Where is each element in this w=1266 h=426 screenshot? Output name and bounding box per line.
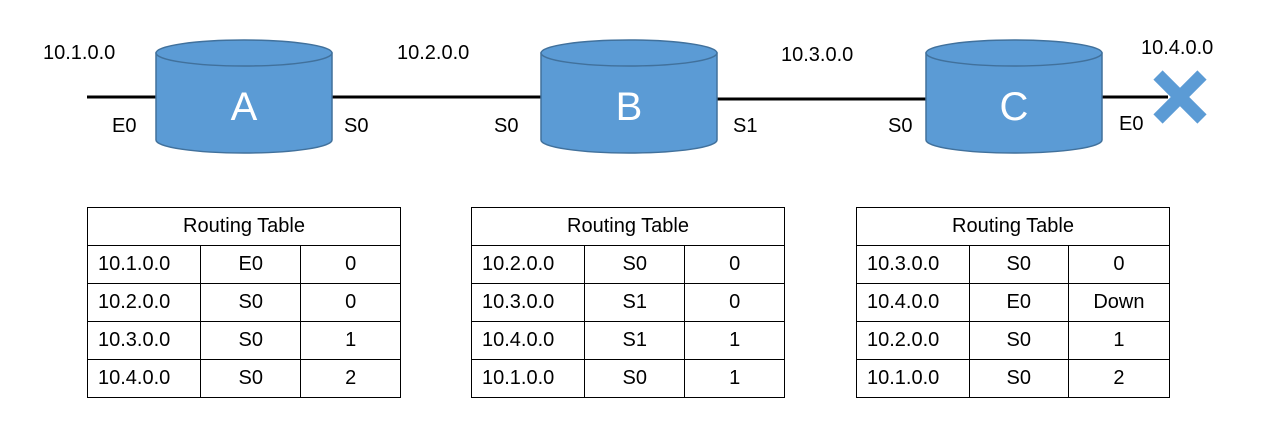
table-row: 10.2.0.0 S0 0 bbox=[86, 283, 401, 322]
routing-table-c: Routing Table 10.3.0.0 S0 0 10.4.0.0 E0 … bbox=[856, 207, 1171, 398]
table-cell: 0 bbox=[300, 245, 401, 284]
router-a-label: A bbox=[231, 85, 258, 129]
table-cell: 0 bbox=[1067, 245, 1171, 284]
table-row: 10.3.0.0 S0 1 bbox=[86, 321, 401, 360]
table-row: 10.4.0.0 S0 2 bbox=[86, 359, 401, 398]
table-cell: 10.3.0.0 bbox=[470, 283, 586, 322]
table-cell: 0 bbox=[684, 283, 785, 322]
table-cell: E0 bbox=[200, 245, 302, 284]
table-cell: 10.2.0.0 bbox=[856, 321, 970, 360]
table-row: 10.1.0.0 S0 2 bbox=[856, 359, 1171, 398]
router-c: C bbox=[925, 39, 1103, 154]
router-a: A bbox=[155, 39, 333, 154]
table-cell: 2 bbox=[1067, 359, 1171, 398]
port-b-left: S0 bbox=[494, 115, 519, 137]
table-row: 10.4.0.0 E0 Down bbox=[856, 283, 1171, 322]
table-cell: 0 bbox=[684, 245, 785, 284]
table-row: 10.2.0.0 S0 1 bbox=[856, 321, 1171, 360]
network-label-1: 10.1.0.0 bbox=[43, 42, 116, 64]
table-cell: S0 bbox=[200, 321, 302, 360]
table-cell: 10.2.0.0 bbox=[470, 245, 586, 284]
network-diagram: A B C 10.1.0.0 10.2.0.0 10.3.0.0 10.4.0.… bbox=[0, 0, 1266, 190]
table-cell: 10.1.0.0 bbox=[86, 245, 202, 284]
router-b-label: B bbox=[616, 85, 643, 129]
table-cell: 1 bbox=[684, 321, 785, 360]
network-label-3: 10.3.0.0 bbox=[781, 44, 854, 66]
routing-table-title: Routing Table bbox=[471, 207, 785, 246]
routing-table-b: Routing Table 10.2.0.0 S0 0 10.3.0.0 S1 … bbox=[470, 207, 785, 398]
network-label-2: 10.2.0.0 bbox=[397, 42, 470, 64]
table-cell: 2 bbox=[300, 359, 401, 398]
table-cell: 10.4.0.0 bbox=[856, 283, 970, 322]
port-b-right: S1 bbox=[733, 115, 758, 137]
routing-table-title: Routing Table bbox=[87, 207, 401, 246]
table-row: 10.3.0.0 S0 0 bbox=[856, 245, 1171, 284]
table-row: 10.1.0.0 E0 0 bbox=[86, 245, 401, 284]
table-cell: S0 bbox=[584, 245, 686, 284]
x-mark-icon bbox=[1153, 70, 1207, 124]
table-cell: 10.3.0.0 bbox=[86, 321, 202, 360]
table-row: 10.2.0.0 S0 0 bbox=[470, 245, 785, 284]
table-cell: S0 bbox=[968, 321, 1069, 360]
port-a-right: S0 bbox=[344, 115, 369, 137]
port-a-left: E0 bbox=[112, 115, 137, 137]
table-row: 10.3.0.0 S1 0 bbox=[470, 283, 785, 322]
table-cell: 10.1.0.0 bbox=[856, 359, 970, 398]
table-cell: S0 bbox=[584, 359, 686, 398]
routing-table-title: Routing Table bbox=[856, 207, 1170, 246]
port-c-left: S0 bbox=[888, 115, 913, 137]
table-cell: Down bbox=[1067, 283, 1171, 322]
table-cell: 1 bbox=[684, 359, 785, 398]
table-cell: 10.4.0.0 bbox=[86, 359, 202, 398]
table-cell: 0 bbox=[300, 283, 401, 322]
router-c-label: C bbox=[1000, 85, 1029, 129]
table-row: 10.1.0.0 S0 1 bbox=[470, 359, 785, 398]
table-cell: 1 bbox=[1067, 321, 1171, 360]
table-cell: 10.4.0.0 bbox=[470, 321, 586, 360]
table-cell: S0 bbox=[968, 245, 1069, 284]
network-label-4: 10.4.0.0 bbox=[1141, 37, 1214, 59]
table-cell: S1 bbox=[584, 283, 686, 322]
table-cell: E0 bbox=[968, 283, 1069, 322]
table-cell: S1 bbox=[584, 321, 686, 360]
table-cell: S0 bbox=[200, 283, 302, 322]
port-c-right: E0 bbox=[1119, 113, 1144, 135]
table-cell: 10.1.0.0 bbox=[470, 359, 586, 398]
router-b: B bbox=[540, 39, 718, 154]
table-cell: S0 bbox=[968, 359, 1069, 398]
table-cell: 10.2.0.0 bbox=[86, 283, 202, 322]
routing-table-a: Routing Table 10.1.0.0 E0 0 10.2.0.0 S0 … bbox=[86, 207, 401, 398]
table-cell: 10.3.0.0 bbox=[856, 245, 970, 284]
table-row: 10.4.0.0 S1 1 bbox=[470, 321, 785, 360]
table-cell: 1 bbox=[300, 321, 401, 360]
topology-svg: A B C bbox=[87, 39, 1207, 154]
table-cell: S0 bbox=[200, 359, 302, 398]
